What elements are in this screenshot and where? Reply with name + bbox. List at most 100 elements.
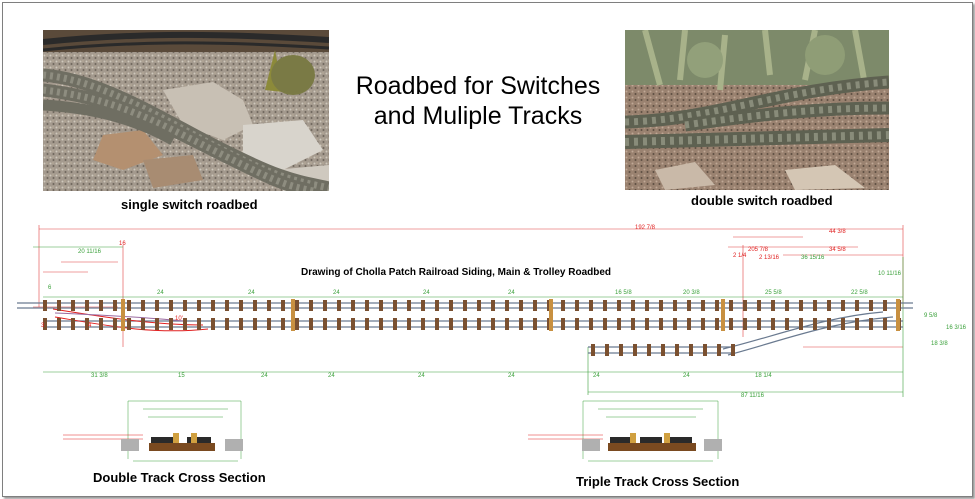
main-tie [393, 300, 397, 311]
dim-bottom-6: 24 [593, 373, 600, 379]
siding-tie [561, 318, 565, 330]
main-tie [533, 300, 537, 311]
main-tie [729, 300, 733, 311]
siding-tie [617, 318, 621, 330]
dim-top-5: 2 13/16 [759, 255, 780, 261]
title-line-2: and Muliple Tracks [373, 102, 583, 130]
siding-tie [729, 318, 733, 330]
dim-misc-3: 9 5/8 [924, 313, 938, 319]
main-tie [449, 300, 453, 311]
main-tie [435, 300, 439, 311]
main-tie [309, 300, 313, 311]
siding-tie [155, 318, 159, 330]
main-tie [561, 300, 565, 311]
main-tie [141, 300, 145, 311]
main-tie [841, 300, 845, 311]
siding-tie [687, 318, 691, 330]
siding-tie [855, 318, 859, 330]
siding-tie [589, 318, 593, 330]
siding-tie [477, 318, 481, 330]
dim-track-3: 24 [423, 290, 430, 296]
dim-track-5: 24 [248, 290, 255, 296]
main-tie [421, 300, 425, 311]
siding-tie [757, 318, 761, 330]
main-tie [71, 300, 75, 311]
main-tie [771, 300, 775, 311]
trolley-tie [703, 344, 707, 356]
triple-track-cross-section [528, 400, 722, 462]
siding-tie [127, 318, 131, 330]
main-tie [211, 300, 215, 311]
trolley-tie [717, 344, 721, 356]
main-tie [883, 300, 887, 311]
siding-tie [211, 318, 215, 330]
siding-tie [869, 318, 873, 330]
main-tie [617, 300, 621, 311]
main-tie [351, 300, 355, 311]
main-tie [337, 300, 341, 311]
main-tie [463, 300, 467, 311]
siding-tie [603, 318, 607, 330]
main-tie [659, 300, 663, 311]
trolley-tie [731, 344, 735, 356]
trolley-tie [689, 344, 693, 356]
dim-bottom-2: 15 [178, 373, 185, 379]
main-tie [155, 300, 159, 311]
siding-tie [267, 318, 271, 330]
siding-tie [771, 318, 775, 330]
dim-misc-6: 6 [48, 285, 52, 291]
siding-tie [309, 318, 313, 330]
trolley-tie [605, 344, 609, 356]
siding-tie [141, 318, 145, 330]
main-tie [295, 300, 299, 311]
main-tie [855, 300, 859, 311]
double-switch-caption: double switch roadbed [691, 193, 833, 208]
dim-misc-5: 18 3/8 [931, 341, 948, 347]
siding-tie [57, 318, 61, 330]
siding-tie [71, 318, 75, 330]
siding-tie [463, 318, 467, 330]
dim-top-8: 20 11/16 [78, 249, 102, 255]
siding-tie [421, 318, 425, 330]
dim-top-3: 205 7/8 [748, 247, 769, 253]
main-tie [575, 300, 579, 311]
main-tie [407, 300, 411, 311]
siding-tie [491, 318, 495, 330]
siding-tie [449, 318, 453, 330]
triple-track-title: Triple Track Cross Section [576, 474, 740, 489]
main-tie [589, 300, 593, 311]
main-tie [603, 300, 607, 311]
main-tie [715, 300, 719, 311]
siding-tie [575, 318, 579, 330]
siding-tie [169, 318, 173, 330]
siding-tie [295, 318, 299, 330]
dim-top-2: 44 3/8 [829, 229, 846, 235]
single-switch-photo [43, 30, 329, 191]
main-tie [673, 300, 677, 311]
trolley-tie [591, 344, 595, 356]
dim-misc-4: 16 3/16 [946, 325, 967, 331]
dim-top-6: 36 15/16 [801, 255, 825, 261]
siding-tie [323, 318, 327, 330]
dim-top-1: 192 7/8 [635, 225, 656, 231]
main-tie [323, 300, 327, 311]
double-track-title: Double Track Cross Section [93, 470, 266, 485]
dim-misc-2: 4 [88, 323, 92, 329]
main-tie [253, 300, 257, 311]
main-tie [267, 300, 271, 311]
siding-tie [435, 318, 439, 330]
page-title: Roadbed for Switches and Muliple Tracks [333, 71, 623, 131]
siding-tie [225, 318, 229, 330]
dim-track-2: 24 [333, 290, 340, 296]
siding-tie [799, 318, 803, 330]
siding-tie [841, 318, 845, 330]
dim-bottom-3: 24 [328, 373, 335, 379]
siding-tie [281, 318, 285, 330]
main-tie [365, 300, 369, 311]
double-track-cross-section [63, 400, 243, 462]
dim-top-10: 2 1/4 [733, 253, 747, 259]
main-tie [99, 300, 103, 311]
single-switch-caption: single switch roadbed [121, 197, 258, 212]
trolley-tie [661, 344, 665, 356]
